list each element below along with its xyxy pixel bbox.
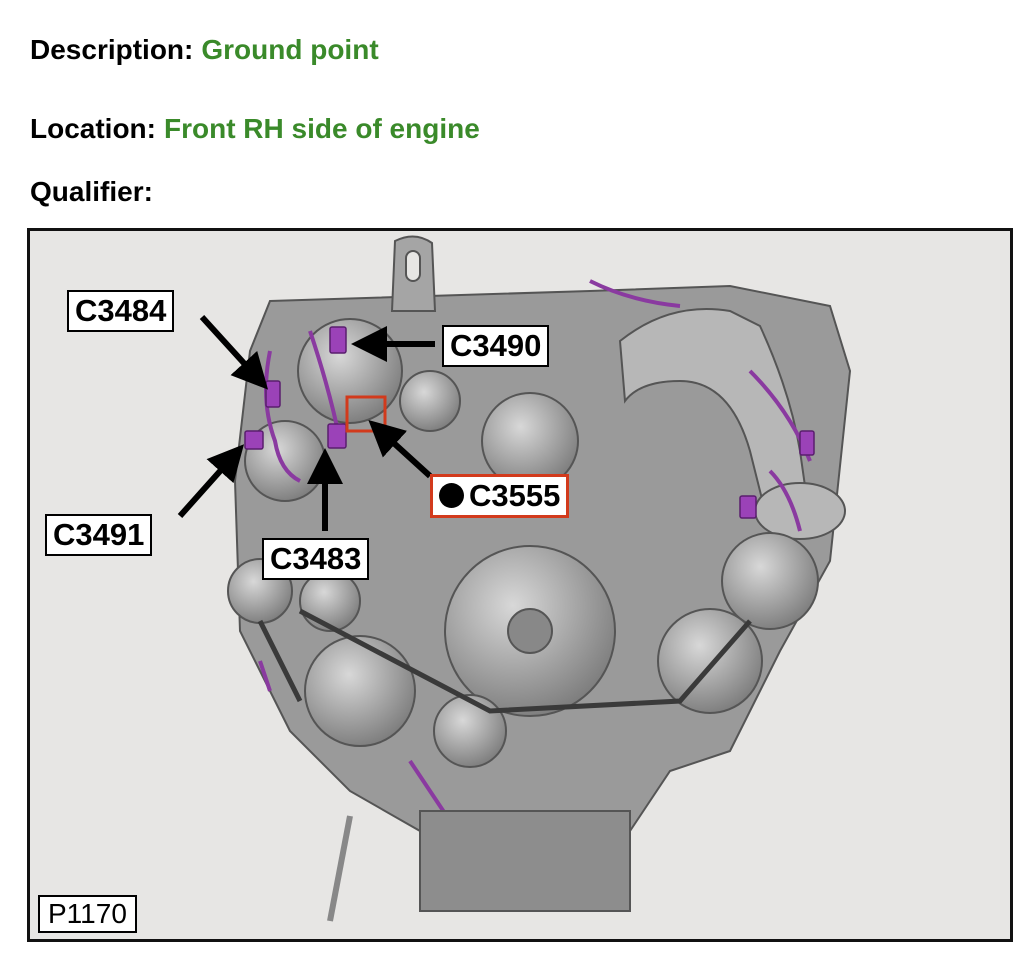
drive-belt [257, 608, 752, 714]
location-row: Location: Front RH side of engine [30, 113, 480, 145]
pulleys [227, 318, 819, 768]
location-value: Front RH side of engine [164, 113, 480, 144]
description-row: Description:Ground point [30, 34, 379, 66]
figure-id: P1170 [38, 895, 137, 933]
engine-illustration [177, 235, 852, 922]
qualifier-row: Qualifier: [30, 176, 161, 208]
qualifier-label: Qualifier: [30, 176, 153, 207]
callout-arrows [177, 314, 435, 531]
sump [419, 810, 631, 912]
location-label: Location: [30, 113, 156, 144]
wiring-harness [258, 279, 812, 823]
callout-c3483: C3483 [262, 538, 370, 580]
callout-c3490: C3490 [442, 325, 550, 367]
description-label: Description: [30, 34, 194, 65]
callout-c3555: C3555 [430, 474, 570, 518]
dipstick-tube [327, 815, 353, 922]
engine-figure: C3484 C3490 C3555 C3491 C3483 P1170 [27, 228, 1013, 942]
ground-dot-icon [439, 483, 464, 508]
callout-c3484: C3484 [67, 290, 175, 332]
callout-c3491: C3491 [45, 514, 153, 556]
callout-c3555-label: C3555 [469, 478, 561, 513]
description-value: Ground point [201, 34, 379, 65]
lifting-eye [390, 235, 437, 312]
ground-point-highlight [345, 395, 387, 433]
